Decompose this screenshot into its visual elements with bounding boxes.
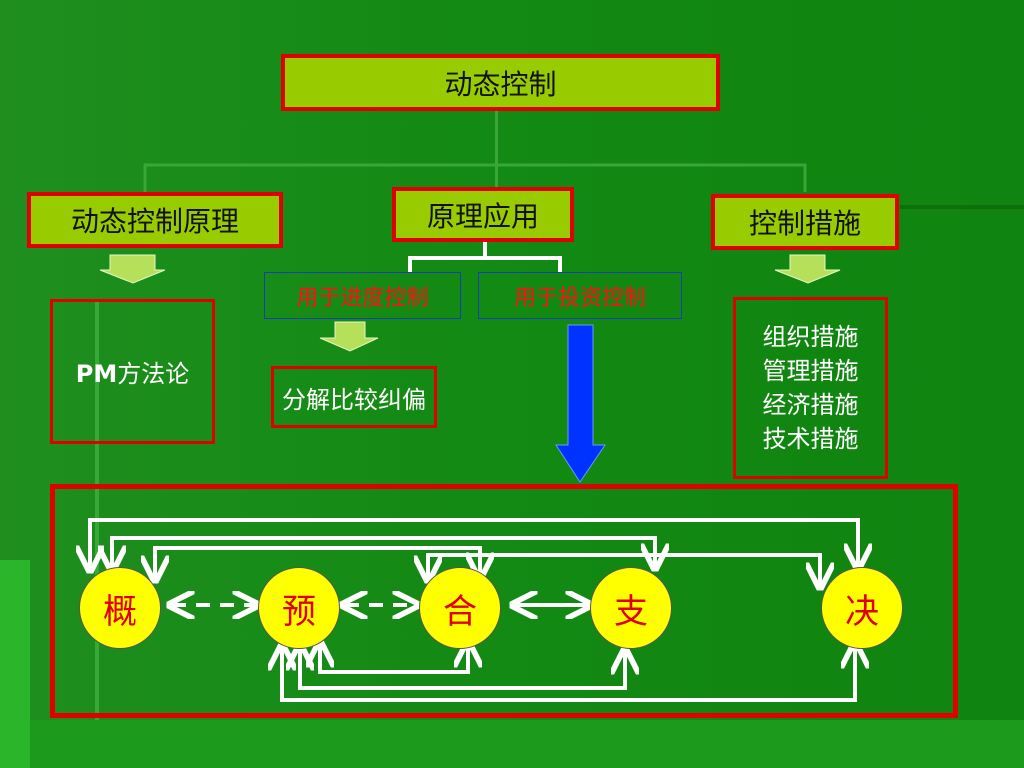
investment-control-box: 用于投资控制: [478, 272, 682, 319]
measures-list-box: 组织措施 管理措施 经济措施 技术措施: [733, 297, 888, 479]
branch-measures-text: 控制措施: [748, 207, 861, 240]
pm-prefix: PM: [75, 360, 118, 388]
schedule-control-box: 用于进度控制: [264, 272, 461, 319]
measure-item: 管理措施: [762, 357, 859, 385]
node-jue: 决: [821, 567, 903, 649]
loop-gai-zhi: [112, 536, 655, 568]
bg-band-left: [0, 560, 30, 768]
measures-list: 组织措施 管理措施 经济措施 技术措施: [763, 320, 859, 456]
loop-gai-jue: [90, 518, 858, 568]
tree-connector: [143, 163, 807, 192]
branch-application-box: 原理应用: [392, 187, 574, 242]
node-he: 合: [419, 567, 501, 649]
branch-principle-box: 动态控制原理: [27, 192, 283, 248]
node-jue-label: 决: [845, 591, 879, 632]
top-title-text: 动态控制: [444, 67, 557, 101]
pm-rest: 方法论: [117, 360, 190, 388]
branch-measures-box: 控制措施: [711, 194, 899, 250]
node-zhi: 支: [590, 567, 672, 649]
down-arrow-left: [99, 254, 166, 284]
cycle-frame: [50, 484, 958, 718]
investment-control-text: 用于投资控制: [513, 285, 646, 311]
decompose-box: 分解比较纠偏: [271, 366, 437, 428]
application-bracket: [408, 256, 562, 272]
bg-band-bottom: [30, 720, 1024, 768]
decompose-text: 分解比较纠偏: [282, 385, 426, 414]
measure-item: 经济措施: [762, 391, 859, 419]
node-zhi-label: 支: [614, 591, 648, 632]
measure-item: 组织措施: [762, 323, 859, 351]
node-gai: 概: [79, 567, 161, 649]
big-blue-down-arrow: [555, 324, 606, 483]
loop-he-jue: [428, 553, 820, 585]
down-arrow-middle: [319, 321, 379, 352]
top-title-box: 动态控制: [281, 54, 720, 111]
loop-yu-jue-bottom: [282, 646, 855, 702]
branch-application-text: 原理应用: [426, 199, 539, 233]
node-yu: 预: [258, 567, 340, 649]
bg-band-upper: [495, 110, 498, 190]
measure-item: 技术措施: [762, 425, 859, 453]
bg-band-middle: [95, 300, 99, 720]
bg-band-right: [900, 205, 1024, 209]
branch-principle-text: 动态控制原理: [70, 205, 239, 238]
node-yu-label: 预: [282, 591, 316, 632]
node-gai-label: 概: [103, 591, 137, 632]
schedule-control-text: 用于进度控制: [296, 285, 429, 311]
pm-methodology-text: PM方法论: [76, 354, 189, 389]
down-arrow-right: [774, 254, 841, 284]
node-he-label: 合: [443, 591, 477, 632]
pm-methodology-box: PM方法论: [50, 299, 215, 444]
